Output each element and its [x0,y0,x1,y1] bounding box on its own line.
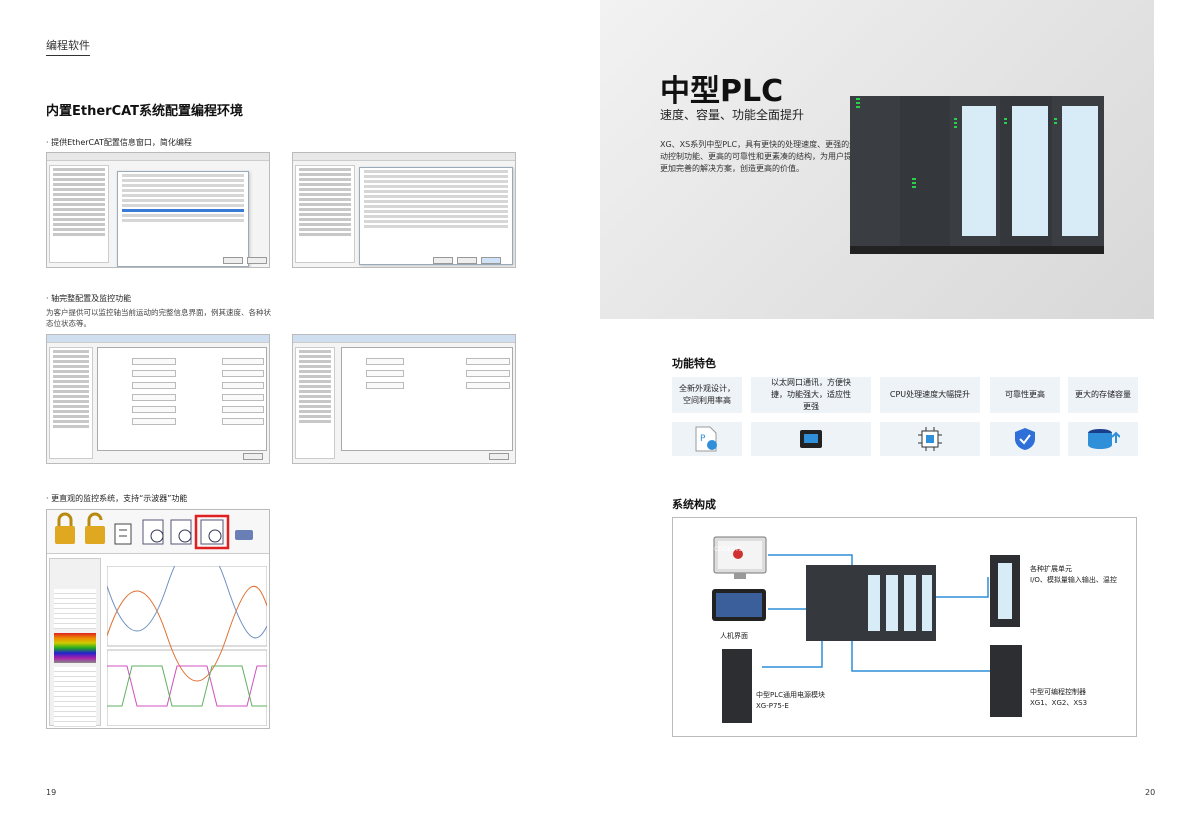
svg-text:P: P [700,434,706,444]
codesys-logo-text: CODESYS [714,546,743,553]
hmi-label: 人机界面 [720,632,748,640]
feature-2-label: 以太网口通讯，方便快捷，功能强大，适应性更强 [771,378,851,411]
ethercat-config-screenshot-2 [292,152,516,268]
feature-1-box: 全新外观设计，空间利用率高 [672,377,742,413]
ethercat-config-screenshot-1 [46,152,270,268]
power-module-label: 中型PLC通用电源模块 [756,691,826,699]
feature-4-label: 可靠性更高 [1005,390,1045,399]
database-up-icon [1088,429,1120,449]
hero-description: XG、XS系列中型PLC，具有更快的处理速度、更强的运动控制功能、更高的可靠性和… [660,140,860,173]
bullet-3-title: · 更直观的监控系统，支持“示波器”功能 [46,494,188,503]
bullet-2-desc: 为客户提供可以监控轴当前运动的完整信息界面，例其速度、各种状态位状态等。 [46,308,271,328]
feature-2-icon-box [751,422,871,456]
bullet-2-title: · 轴完整配置及监控功能 [46,294,132,303]
bullet-1-title: · 提供EtherCAT配置信息窗口，简化编程 [46,138,192,147]
oscilloscope-screenshot [46,509,270,729]
feature-1-label: 全新外观设计，空间利用率高 [679,384,735,405]
hero-title: 中型PLC [660,74,784,109]
feature-4-box: 可靠性更高 [990,377,1060,413]
feature-5-label: 更大的存储容量 [1075,390,1131,399]
expansion-units-label: 各种扩展单元 [1030,565,1072,573]
page-heading: 内置EtherCAT系统配置编程环境 [46,104,244,119]
feature-4-icon-box [990,422,1060,456]
oscilloscope-waveforms [107,566,267,726]
feature-2-box: 以太网口通讯，方便快捷，功能强大，适应性更强 [751,377,871,413]
plc-rack-image [850,96,1104,254]
expansion-units-desc: I/O、模拟量输入输出、温控 [1030,576,1117,584]
ethernet-port-icon [800,430,822,448]
page-number-left: 19 [46,788,57,797]
feature-3-box: CPU处理速度大幅提升 [880,377,980,413]
shield-check-icon [1015,428,1035,450]
power-module-model: XG-P75-E [756,702,789,710]
hero-subtitle: 速度、容量、功能全面提升 [660,108,805,122]
system-title: 系统构成 [672,498,716,511]
cpu-chip-icon [918,427,942,451]
features-title: 功能特色 [672,357,716,370]
axis-config-screenshot-1 [46,334,270,464]
section-tag: 编程软件 [46,37,90,56]
page-number-right: 20 [1145,788,1156,797]
document-p-icon: P [695,426,717,452]
system-diagram [712,536,1022,723]
feature-3-icon-box [880,422,980,456]
feature-3-label: CPU处理速度大幅提升 [889,390,971,399]
controller-models: XG1、XG2、XS3 [1030,699,1088,707]
axis-monitor-screenshot-2 [292,334,516,464]
feature-5-box: 更大的存储容量 [1068,377,1138,413]
controller-label: 中型可编程控制器 [1030,688,1086,696]
feature-1-icon-box: P [672,422,742,456]
feature-5-icon-box [1068,422,1138,456]
toolbar-icons [55,512,253,550]
